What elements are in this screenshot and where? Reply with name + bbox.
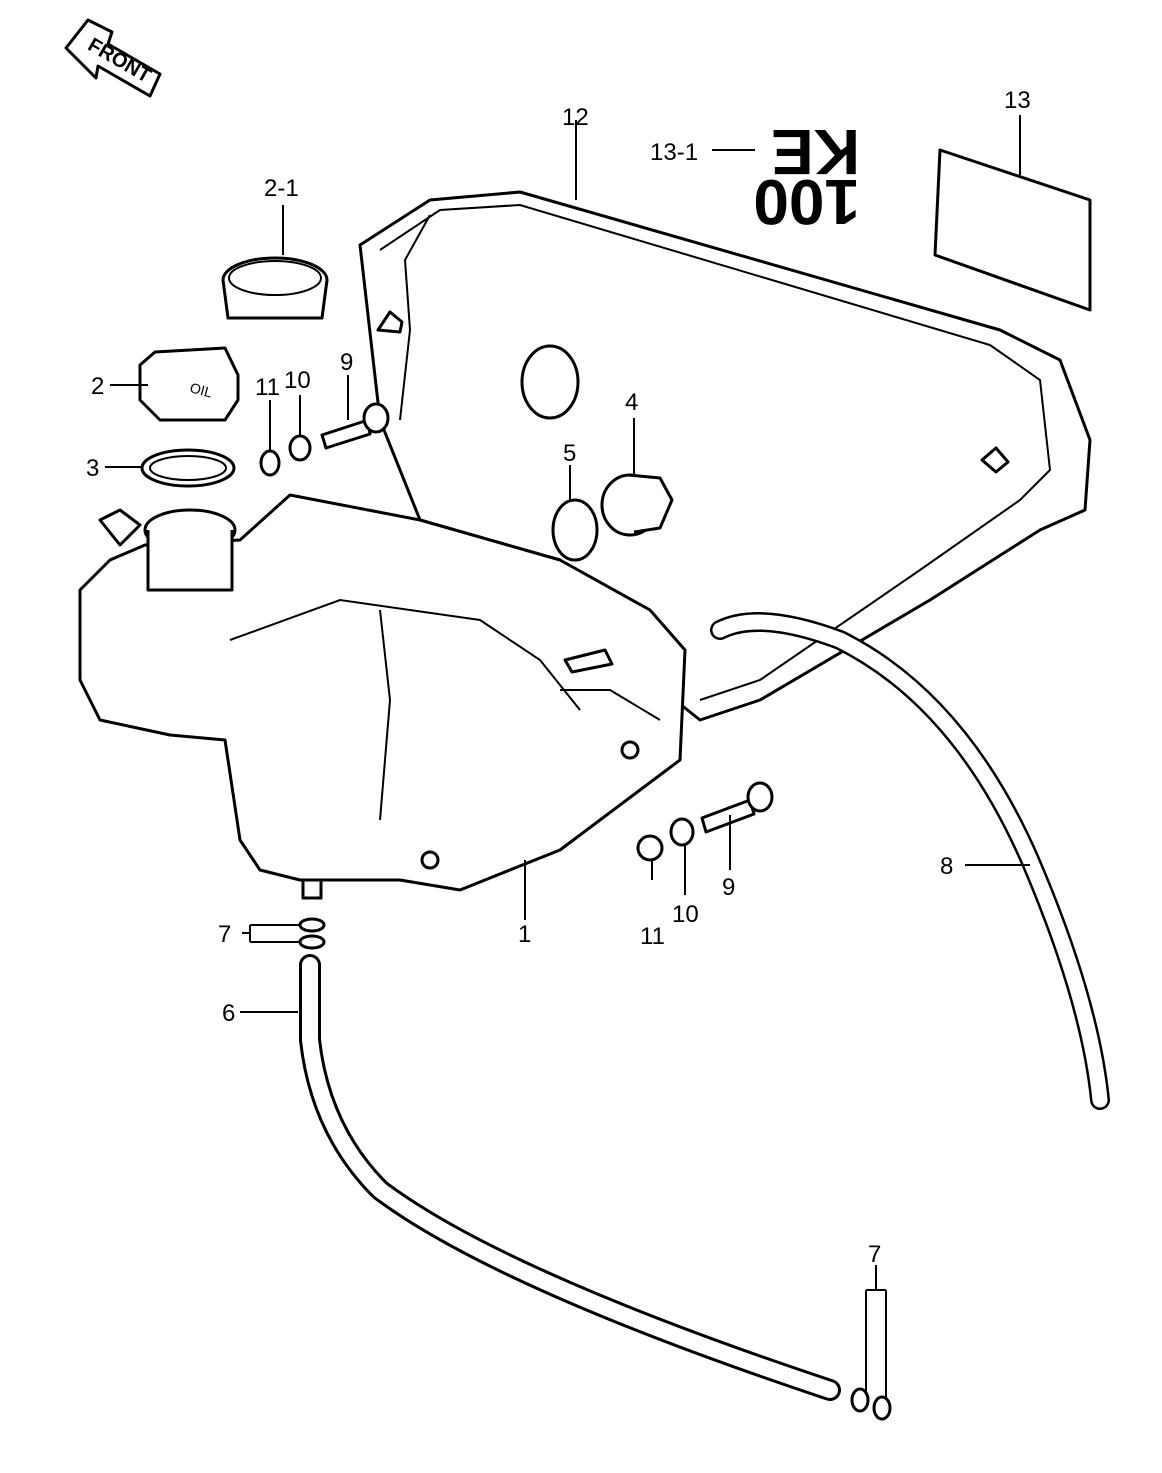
- front-arrow: FRONT: [64, 18, 162, 98]
- callout-11-lower: 11: [640, 923, 665, 950]
- clamp-7-upper-b: [298, 934, 326, 950]
- oil-cap: OIL: [138, 346, 240, 422]
- callout-13-1: 13-1: [650, 139, 698, 166]
- decal-line1: KE: [771, 116, 860, 188]
- callout-2-1: 2-1: [264, 175, 299, 202]
- callout-4: 4: [625, 389, 638, 416]
- callout-7-lower: 7: [868, 1241, 881, 1268]
- cover-pin-left: [376, 310, 404, 334]
- oil-tank: [78, 493, 687, 900]
- tank-mount-tab: [98, 508, 142, 547]
- washer-10-upper: [288, 434, 312, 462]
- clamp-7-lower-a: [850, 1387, 870, 1413]
- callout-10-lower: 10: [672, 901, 699, 928]
- cap-gasket: [221, 256, 329, 320]
- callout-13: 13: [1004, 87, 1031, 114]
- callout-12: 12: [562, 104, 589, 131]
- callout-10-upper: 10: [284, 367, 311, 394]
- leader-lines: [105, 115, 1030, 1400]
- callout-6: 6: [222, 1000, 235, 1027]
- tank-mount-hole: [620, 740, 640, 760]
- callout-2: 2: [91, 373, 104, 400]
- tank-breather-nipple: [563, 648, 614, 674]
- tank-outlet: [301, 878, 323, 900]
- callout-9-lower: 9: [722, 874, 735, 901]
- callout-1: 1: [518, 921, 531, 948]
- cover-grommet-hole: [520, 344, 580, 420]
- callout-3: 3: [86, 455, 99, 482]
- washer-11-lower: [636, 834, 664, 862]
- label-plate: [933, 148, 1092, 312]
- washer-11-upper: [259, 449, 281, 477]
- callouts: 2-1 2 3 11 10 9 12 13-1 13 4 5 1 11 10 9…: [86, 87, 1031, 1268]
- oil-hose-outline: [299, 954, 841, 1401]
- bolt-9-upper: [320, 402, 390, 450]
- clamp-7-lower-b: [872, 1395, 892, 1421]
- plug-gasket: [551, 498, 599, 562]
- drain-plug: [600, 473, 674, 537]
- tank-bottom-hole: [420, 850, 440, 870]
- bolt-9-lower: [700, 781, 774, 834]
- callout-7-upper: 7: [218, 921, 231, 948]
- callout-5: 5: [563, 440, 576, 467]
- ke100-decal: KE 100: [753, 116, 860, 238]
- callout-11-upper: 11: [255, 374, 280, 401]
- washer-10-lower: [669, 817, 695, 847]
- cap-oil-marking: OIL: [188, 379, 214, 400]
- decal-line2: 100: [753, 166, 860, 238]
- clamp-7-upper-a: [298, 917, 326, 933]
- callout-8: 8: [940, 853, 953, 880]
- callout-9-upper: 9: [340, 349, 353, 376]
- cover-pin-right: [980, 446, 1010, 474]
